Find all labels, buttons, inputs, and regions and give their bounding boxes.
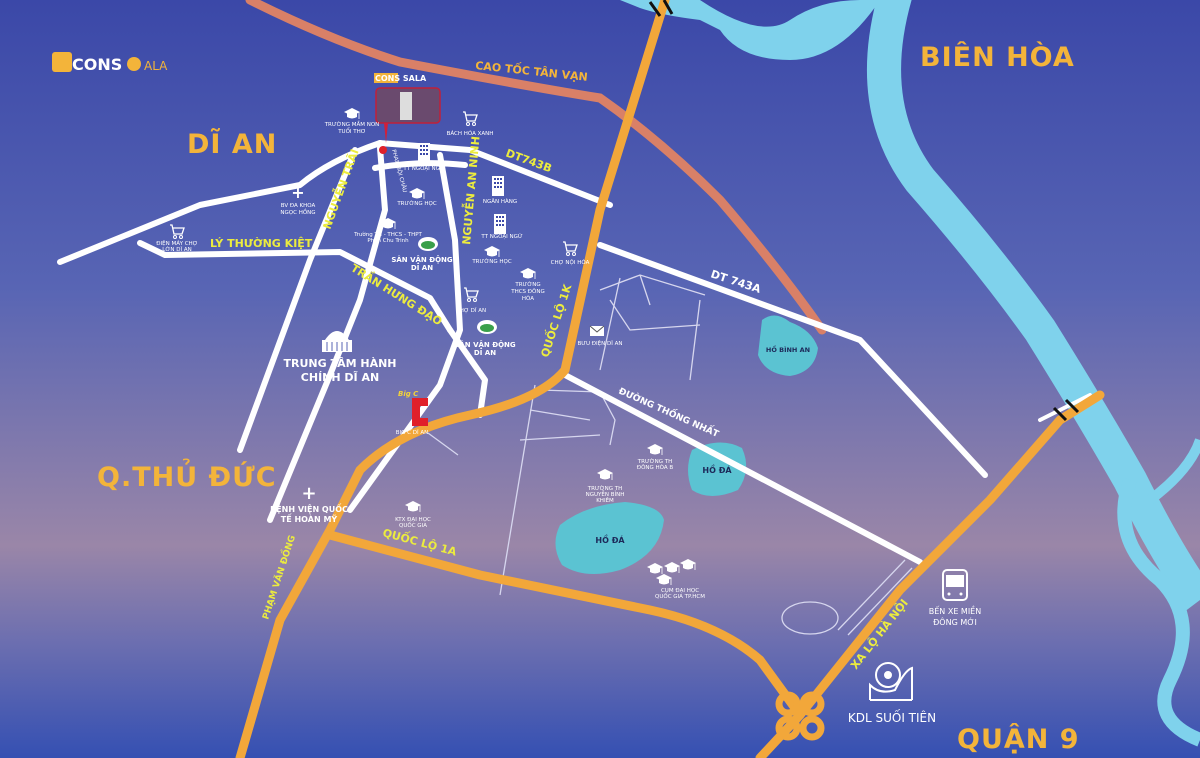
poi-cho-di-an: CHỢ DĨ AN — [456, 307, 486, 314]
poi-thcs-1: TRƯỜNG — [514, 281, 540, 288]
bank-icon — [492, 176, 504, 196]
poi-dien-may-2: LỚN DĨ AN — [162, 246, 191, 253]
poi-truong-hoc-2: TRƯỜNG HỌC — [471, 258, 512, 265]
poi-bv-ngoc-hong: BV ĐA KHOA — [281, 203, 316, 209]
poi-bv-ngoc-hong-2: NGỌC HỒNG — [280, 207, 315, 216]
area-thu-duc: Q.THỦ ĐỨC — [97, 457, 277, 493]
area-bien-hoa: BIÊN HÒA — [920, 41, 1075, 73]
lake-ho-da-2 — [555, 502, 664, 574]
tower-image — [400, 92, 412, 120]
poi-ben-xe-2: ĐÔNG MỚI — [933, 616, 977, 627]
svg-text:CONS: CONS — [72, 55, 122, 74]
dong-nai-river-main — [867, 0, 1200, 611]
location-pin-icon — [379, 146, 387, 154]
lake-ho-da-1 — [688, 442, 747, 496]
bus-icon — [942, 569, 968, 601]
cao-toc-tan-van-road — [245, 0, 827, 335]
river-branch-2 — [1146, 438, 1200, 504]
poi-thcs-3: HÒA — [522, 295, 534, 302]
poi-svd-1-2: DĨ AN — [411, 263, 433, 272]
local-roads — [57, 140, 1092, 565]
area-quan-9: QUẬN 9 — [957, 723, 1080, 755]
river-branch — [1117, 477, 1200, 747]
poi-svd-2-2: DĨ AN — [474, 348, 496, 357]
poi-dien-may: ĐIỆN MÁY CHỢ — [156, 239, 197, 247]
poi-ngoai-ngu-1: TT NGOẠI NGỮ — [402, 165, 445, 172]
poi-big-c: BIG C DĨ AN — [396, 429, 428, 436]
poi-bv-hoan-my-2: TẾ HOÀN MỸ — [281, 512, 338, 524]
building-icon — [494, 214, 506, 234]
mail-icon — [589, 325, 605, 336]
hospital-cross-icon: + — [301, 483, 316, 504]
poi-nbk-3: KHIÊM — [596, 496, 614, 504]
svg-text:ALA: ALA — [144, 59, 168, 73]
svg-text:CONS SALA: CONS SALA — [375, 74, 427, 83]
poi-trung-tam: TRUNG TÂM HÀNH — [283, 357, 396, 370]
poi-buu-dien: BƯU ĐIỆN DĨ AN — [578, 339, 623, 347]
poi-ben-xe: BẾN XE MIỀN — [929, 604, 981, 616]
poi-bv-hoan-my: BỆNH VIỆN QUỐC — [270, 502, 348, 514]
poi-phan-chu-trinh: Trường TH - THCS - THPT — [353, 231, 422, 238]
poi-nbk-2: NGUYỄN BỈNH — [586, 490, 625, 498]
dong-nai-river — [620, 0, 880, 60]
poi-cho-noi-hoa: CHỢ NỘI HÓA — [551, 259, 590, 266]
poi-ktx-2: QUỐC GIA — [399, 521, 427, 529]
poi-ho-da-1: HỒ ĐÁ — [702, 463, 732, 475]
poi-phan-chu-trinh-2: Phan Chu Trinh — [367, 238, 409, 244]
poi-ho-binh-an: HỒ BÌNH AN — [766, 344, 810, 354]
poi-trung-tam-2: CHÍNH DĨ AN — [301, 371, 379, 384]
poi-mam-non: TRƯỜNG MẦM NON — [324, 120, 380, 128]
poi-ho-da-2: HỒ ĐÁ — [595, 533, 625, 545]
poi-svd-1: SÂN VẬN ĐỘNG — [391, 255, 453, 264]
bridges — [648, 0, 1080, 422]
poi-cum-dh-2: QUỐC GIA TP.HCM — [655, 592, 705, 600]
lake-binh-an — [758, 315, 818, 376]
poi-truong-hoc-1: TRƯỜNG HỌC — [396, 200, 437, 207]
government-building-icon — [322, 331, 352, 352]
poi-bach-hoa: BÁCH HÓA XANH — [447, 130, 494, 137]
highways — [235, 0, 1105, 758]
project-marker: CONS SALA — [374, 73, 441, 154]
hospital-cross-icon: + — [291, 183, 304, 202]
poi-ngoai-ngu-2: TT NGOẠI NGỮ — [480, 233, 523, 240]
poi-thcs-2: THCS ĐÔNG — [510, 288, 545, 295]
cloverleaf-interchange — [775, 691, 825, 741]
poi-mam-non-2: TUỔI THƠ — [337, 127, 366, 135]
stadium-icon — [418, 237, 438, 251]
brand-logo: CONS ALA — [52, 52, 168, 74]
amusement-park-icon — [869, 662, 913, 701]
label-ly-thuong-kiet: LÝ THƯỜNG KIỆT — [210, 237, 313, 250]
svg-text:Big C: Big C — [398, 390, 419, 398]
stadium-icon — [477, 320, 497, 334]
poi-ngan-hang: NGÂN HÀNG — [483, 198, 517, 205]
big-c-logo: Big C — [398, 390, 428, 426]
poi-dong-hoa-b-2: ĐÔNG HÒA B — [637, 464, 674, 471]
area-di-an: DĨ AN — [187, 128, 277, 160]
poi-suoi-tien: KDL SUỐI TIÊN — [848, 709, 936, 725]
poi-ktx: KTX ĐẠI HỌC — [395, 517, 431, 523]
poi-dong-hoa-b: TRƯỜNG TH — [637, 458, 673, 465]
poi-svd-2: SÂN VẬN ĐỘNG — [454, 340, 516, 349]
minor-streets — [427, 274, 913, 636]
poi-nbk: TRƯỜNG TH — [587, 485, 623, 492]
building-icon — [418, 143, 430, 163]
poi-cum-dh: CỤM ĐẠI HỌC — [661, 588, 699, 594]
